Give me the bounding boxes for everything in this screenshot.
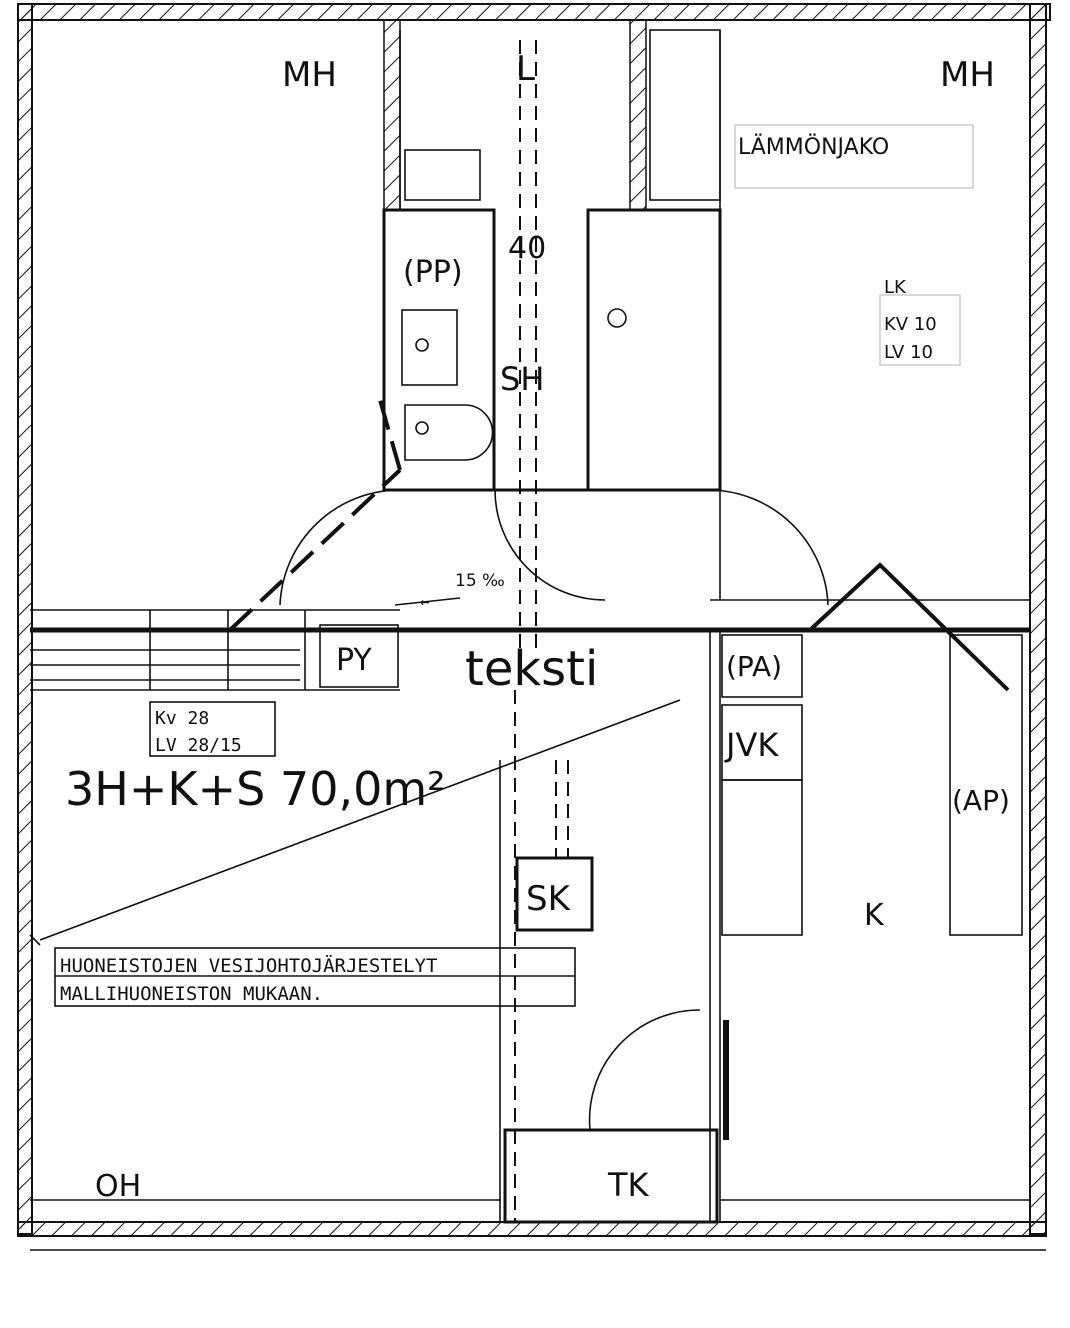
faded-note-lv: LV 10 [884,342,933,363]
ventilation-lv: LV 28/15 [155,735,242,756]
room-label-l: L [516,49,535,89]
ventilation-kv: Kv 28 [155,708,209,729]
exterior-walls [17,3,1051,1237]
room-label-sk: SK [526,879,572,919]
room-label-k: K [864,898,885,933]
room-label-py: PY [336,643,372,678]
apartment-type-area: 3H+K+S 70,0m² [65,762,446,816]
balcony-railing [30,610,306,690]
slope-label: 15 ‰ [455,571,505,591]
room-label-jvk: JVK [724,726,779,764]
note-line-2: MALLIHUONEISTON MUKAAN. [60,983,323,1005]
room-label-pp: (PP) [403,255,463,290]
room-label-mh-left: MH [282,55,337,95]
faded-note-lk: LK [884,277,907,298]
room-label-sh: SH [500,360,544,398]
room-label-tk: TK [607,1166,650,1204]
room-label-pa: (PA) [726,650,782,683]
interior-walls [30,29,1046,1251]
overlay-text: teksti [465,641,598,697]
code-40: 40 [508,231,546,266]
faded-note-title: LÄMMÖNJAKO [738,134,889,160]
room-label-ap: (AP) [952,784,1010,817]
doors [279,489,829,1140]
room-label-oh: OH [95,1169,141,1204]
fixtures: ← [29,40,1023,946]
note-line-1: HUONEISTOJEN VESIJOHTOJÄRJESTELYT [60,954,438,977]
faded-note-kv: KV 10 [884,314,937,335]
room-label-mh-right: MH [940,55,995,95]
svg-text:←: ← [420,592,430,611]
